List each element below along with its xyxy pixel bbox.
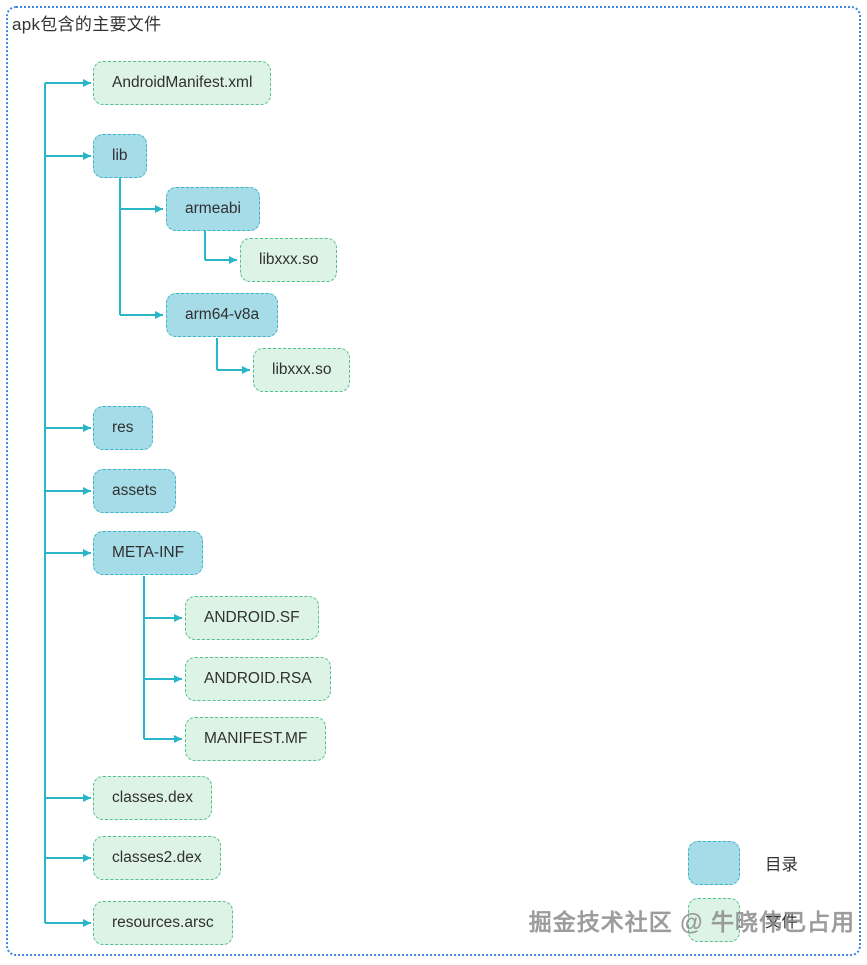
node-lib: lib <box>93 134 147 178</box>
node-armeabi: armeabi <box>166 187 260 231</box>
node-androidmanifest-xml: AndroidManifest.xml <box>93 61 272 105</box>
watermark-text: 掘金技术社区 @ 牛晓伟已占用 <box>528 909 855 935</box>
legend-directory-swatch <box>688 841 740 885</box>
diagram-title: apk包含的主要文件 <box>12 15 162 34</box>
legend-file-label: 文件 <box>765 913 798 931</box>
node-res: res <box>93 406 153 450</box>
node-manifest-mf: MANIFEST.MF <box>185 717 327 761</box>
node-assets: assets <box>93 469 176 513</box>
node-android-sf: ANDROID.SF <box>185 596 319 640</box>
node-classes-dex: classes.dex <box>93 776 212 820</box>
node-android-rsa: ANDROID.RSA <box>185 657 331 701</box>
node-classes2-dex: classes2.dex <box>93 836 221 880</box>
node-arm64-v8a: arm64-v8a <box>166 293 279 337</box>
node-meta-inf: META-INF <box>93 531 204 575</box>
legend-file-swatch <box>688 898 740 942</box>
diagram-frame <box>6 6 861 956</box>
node-libxxx-so-arm64: libxxx.so <box>253 348 351 392</box>
node-resources-arsc: resources.arsc <box>93 901 233 945</box>
node-libxxx-so-armeabi: libxxx.so <box>240 238 338 282</box>
legend-directory-label: 目录 <box>765 856 798 874</box>
